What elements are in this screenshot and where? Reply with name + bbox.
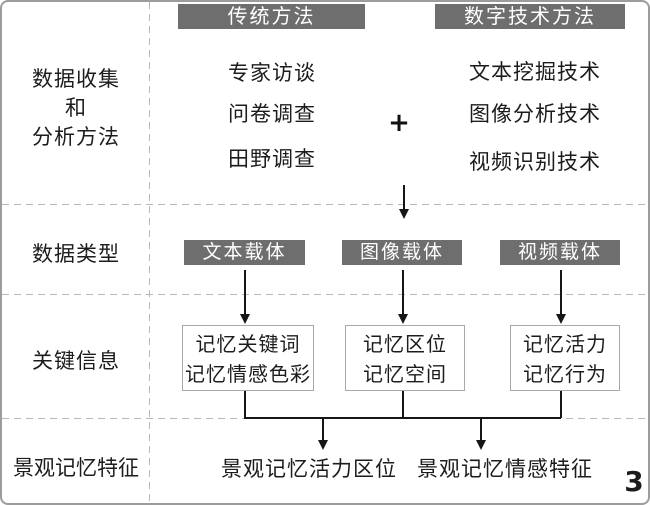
row-label-line: 分析方法 xyxy=(32,125,120,149)
key-info-box-image: 记忆区位 记忆空间 xyxy=(345,325,465,391)
arrow-down-icon xyxy=(240,314,250,324)
arrow-down-icon xyxy=(318,440,328,450)
connector-line xyxy=(560,391,562,418)
plus-sign: + xyxy=(388,108,410,138)
row-label-line: 和 xyxy=(65,96,87,120)
row-label-data-types: 数据类型 xyxy=(32,242,120,266)
row-label-key-info: 关键信息 xyxy=(32,349,120,373)
connector-bus-line xyxy=(244,417,561,419)
arrow-line xyxy=(480,419,482,440)
carrier-text: 文本载体 xyxy=(184,240,305,265)
key-info-box-text: 记忆关键词 记忆情感色彩 xyxy=(182,325,314,391)
key-info-line: 记忆活力 xyxy=(523,332,607,356)
carrier-image: 图像载体 xyxy=(342,240,462,265)
row-divider-3-dashed-line xyxy=(2,418,648,419)
arrow-down-icon xyxy=(399,209,409,219)
traditional-method-field-survey: 田野调查 xyxy=(228,147,316,171)
connector-line xyxy=(402,391,404,418)
key-info-box-video: 记忆活力 记忆行为 xyxy=(510,325,620,391)
digital-method-image-analysis: 图像分析技术 xyxy=(469,102,601,126)
key-info-line: 记忆区位 xyxy=(363,332,447,356)
arrow-line xyxy=(402,270,404,314)
connector-line xyxy=(244,391,246,418)
key-info-line: 记忆情感色彩 xyxy=(185,362,311,386)
header-traditional-methods: 传统方法 xyxy=(178,4,365,29)
carrier-video: 视频载体 xyxy=(500,240,620,265)
row-label-data-collection: 数据收集 和 分析方法 xyxy=(2,65,150,152)
traditional-method-questionnaire: 问卷调查 xyxy=(228,102,316,126)
digital-method-text-mining: 文本挖掘技术 xyxy=(469,60,601,84)
arrow-line xyxy=(560,270,562,314)
arrow-line xyxy=(322,419,324,440)
traditional-method-expert-interview: 专家访谈 xyxy=(228,61,316,85)
arrow-line xyxy=(244,270,246,314)
arrow-down-icon xyxy=(398,314,408,324)
column-divider-dashed-line xyxy=(149,2,150,503)
arrow-down-icon xyxy=(556,314,566,324)
key-info-line: 记忆关键词 xyxy=(195,332,301,356)
key-info-line: 记忆行为 xyxy=(523,362,607,386)
header-digital-methods: 数字技术方法 xyxy=(435,4,625,29)
row-label-landscape-memory-features: 景观记忆特征 xyxy=(13,456,139,480)
output-emotion-feature: 景观记忆情感特征 xyxy=(417,457,593,481)
page-number: 3 xyxy=(624,465,644,498)
row-divider-2-dashed-line xyxy=(2,294,648,295)
digital-method-video-recognition: 视频识别技术 xyxy=(469,150,601,174)
key-info-line: 记忆空间 xyxy=(363,362,447,386)
arrow-down-icon xyxy=(476,440,486,450)
row-label-line: 数据收集 xyxy=(32,67,120,91)
output-vitality-location: 景观记忆活力区位 xyxy=(221,457,397,481)
arrow-line xyxy=(403,185,405,210)
row-divider-1-dashed-line xyxy=(2,204,648,205)
